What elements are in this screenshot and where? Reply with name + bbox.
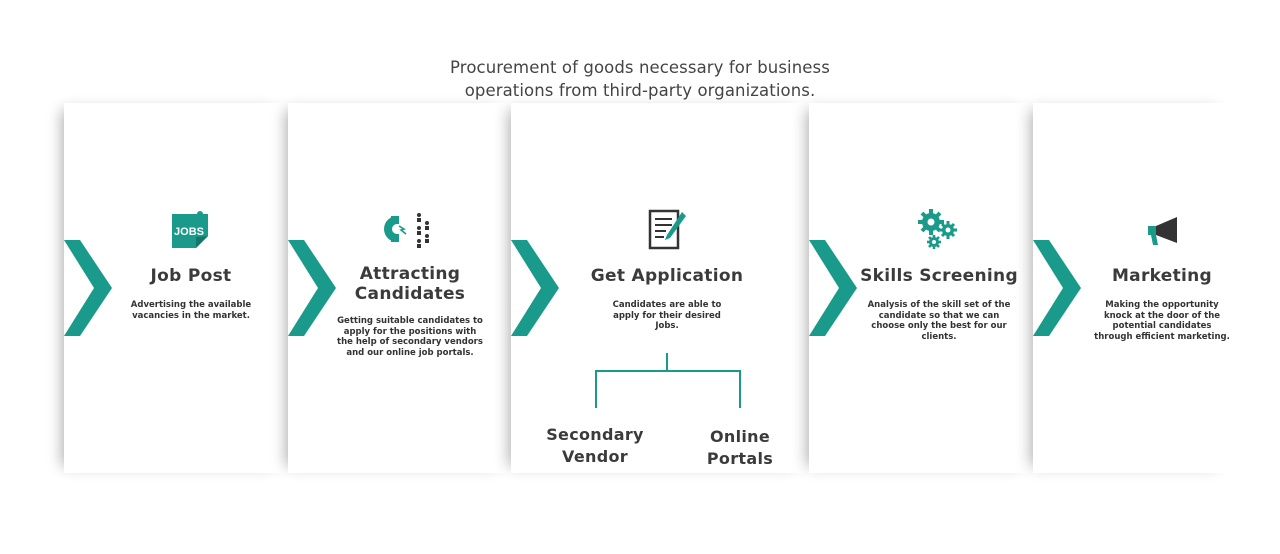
step-title-line-2: Candidates — [354, 284, 466, 304]
step-title: Skills Screening — [860, 266, 1018, 286]
document-pen-icon — [564, 200, 770, 258]
step-description: Making the opportunity knock at the door… — [1094, 300, 1230, 342]
step-skills-screening: Skills Screening Analysis of the skill s… — [842, 200, 1036, 342]
chevron-arrow-4 — [809, 240, 857, 336]
chevron-arrow-3 — [511, 240, 559, 336]
step-marketing: Marketing Making the opportunity knock a… — [1078, 200, 1246, 342]
headline-line-1: Procurement of goods necessary for busin… — [450, 58, 830, 77]
step-description: Candidates are able to apply for their d… — [612, 300, 722, 331]
branch-connector — [595, 353, 741, 408]
step-job-post: JOBS Job Post Advertising the available … — [96, 200, 286, 321]
headline-line-2: operations from third-party organization… — [464, 81, 816, 100]
step-title: Get Application — [590, 266, 744, 286]
headline: Procurement of goods necessary for busin… — [0, 56, 1280, 102]
branch-label-line-2: Vendor — [562, 447, 628, 466]
panel-get-application — [511, 103, 811, 473]
step-title: Marketing — [1111, 266, 1213, 286]
step-title: Job Post — [150, 266, 232, 286]
step-description: Advertising the available vacancies in t… — [130, 300, 252, 321]
magnet-people-icon — [315, 200, 505, 258]
gears-icon — [842, 200, 1036, 258]
step-description: Getting suitable candidates to apply for… — [337, 316, 483, 358]
step-attracting-candidates: Attracting Candidates Getting suitable c… — [315, 200, 505, 358]
branch-label-line-1: Online — [709, 427, 770, 446]
jobs-board-icon: JOBS — [96, 200, 286, 258]
chevron-arrow-2 — [288, 240, 336, 336]
step-title: Attracting Candidates — [315, 264, 505, 304]
step-get-application: Get Application Candidates are able to a… — [564, 200, 770, 332]
chevron-arrow-5 — [1033, 240, 1081, 336]
chevron-arrow-1 — [64, 240, 112, 336]
jobs-board-text: JOBS — [174, 226, 204, 238]
branch-secondary-vendor: Secondary Vendor — [540, 424, 650, 468]
branch-label-line-1: Secondary — [546, 425, 644, 444]
step-description: Analysis of the skill set of the candida… — [867, 300, 1011, 342]
branch-label-line-2: Portals — [706, 449, 774, 468]
branch-online-portals: Online Portals — [690, 426, 790, 470]
megaphone-icon — [1078, 200, 1246, 258]
step-title-line-1: Attracting — [359, 264, 461, 284]
